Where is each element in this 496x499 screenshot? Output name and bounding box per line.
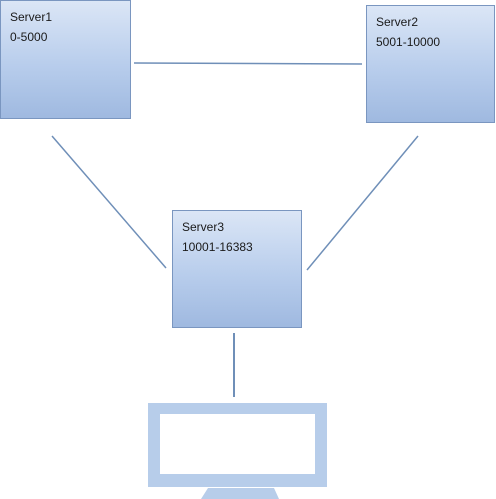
link-server1-server3 xyxy=(51,135,167,269)
monitor-icon xyxy=(148,403,327,499)
server3-box: Server3 10001-16383 xyxy=(172,210,302,328)
server-slot-range: 10001-16383 xyxy=(182,240,253,254)
server1-box: Server1 0-5000 xyxy=(0,0,131,119)
monitor-frame xyxy=(148,403,327,487)
server2-box: Server2 5001-10000 xyxy=(366,5,495,123)
server-name: Server2 xyxy=(376,15,419,29)
server-slot-range: 5001-10000 xyxy=(376,35,441,49)
server-name: Server3 xyxy=(182,220,225,234)
monitor-screen xyxy=(160,414,315,474)
server-name: Server1 xyxy=(10,10,53,24)
monitor-stand xyxy=(201,488,279,499)
link-server1-server2 xyxy=(133,62,363,65)
link-server2-server3 xyxy=(306,135,419,271)
server-slot-range: 0-5000 xyxy=(10,30,48,44)
